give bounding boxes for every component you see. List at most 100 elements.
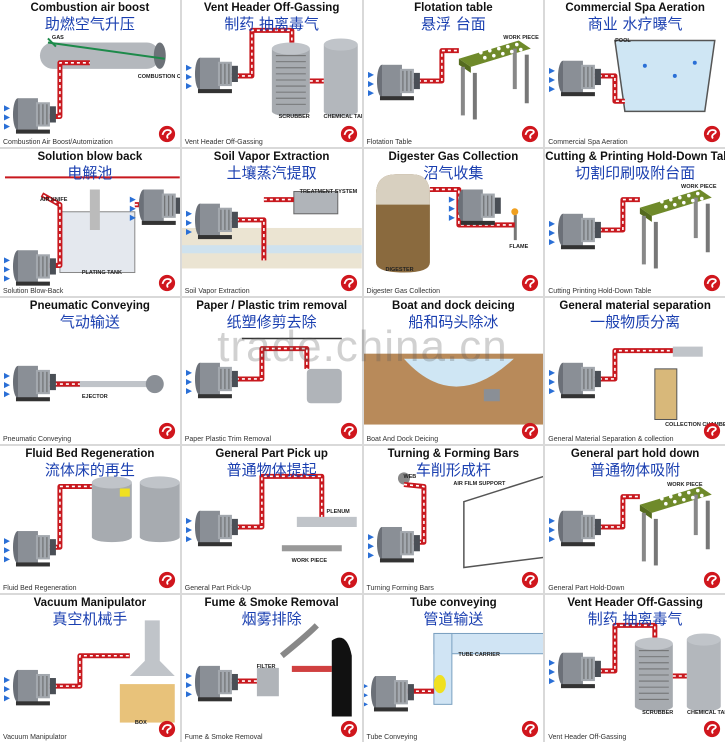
application-illustration: [3, 365, 164, 401]
application-illustration: [549, 486, 713, 566]
panel-title-chinese: 管道输送: [423, 610, 484, 629]
swirl-logo-icon: [158, 720, 175, 738]
part-label: WORK PIECE: [667, 481, 703, 488]
blower-icon: [12, 531, 56, 567]
application-panel: Fume & Smoke Removal 烟雾排除 FILTER Fume & …: [181, 595, 362, 742]
application-illustration: [549, 346, 704, 420]
application-illustration: [375, 174, 518, 273]
part-label: BOX: [134, 719, 147, 726]
swirl-logo-icon: [340, 720, 357, 738]
swirl-logo-icon: [703, 572, 721, 589]
blower-icon: [376, 64, 420, 101]
panel-title-chinese: 烟雾排除: [241, 610, 302, 629]
panel-title-chinese: 船和码头除冰: [408, 312, 499, 331]
panel-caption: General Part Pick-Up: [184, 585, 251, 593]
panel-title: Fluid Bed Regeneration: [25, 448, 155, 461]
airflow-arrows-icon: [3, 538, 10, 563]
blower-icon: [138, 189, 180, 225]
part-label: WORK PIECE: [503, 35, 539, 42]
part-label: WORK PIECE: [681, 184, 717, 191]
airflow-arrows-icon: [3, 105, 10, 130]
airflow-arrows-icon: [185, 518, 192, 543]
panel-title: Digester Gas Collection: [388, 150, 519, 163]
application-illustration: [367, 472, 544, 569]
application-illustration: [363, 353, 544, 425]
blower-icon: [558, 511, 602, 547]
panel-caption: Pneumatic Conveying: [3, 436, 72, 444]
panel-title: Fume & Smoke Removal: [204, 597, 339, 610]
panel-title-chinese: 悬浮 台面: [420, 15, 486, 33]
application-panel: Boat and dock deicing 船和码头除冰 Boat And Do…: [363, 297, 544, 445]
panel-caption: Vacuum Manipulator: [3, 734, 67, 741]
part-label: GAS: [51, 35, 64, 42]
airflow-arrows-icon: [363, 684, 368, 707]
tank: [271, 42, 310, 117]
part-label: PLATING TANK: [81, 270, 122, 277]
application-illustration: [185, 337, 342, 403]
application-panel: General material separation 一般物质分离 COLLE…: [545, 297, 725, 445]
blower-icon: [194, 511, 238, 547]
panel-title: Vent Header Off-Gassing: [567, 597, 703, 610]
airflow-arrows-icon: [367, 71, 374, 97]
panel-caption: Boat And Dock Deicing: [366, 436, 439, 444]
blower-icon: [194, 362, 238, 398]
application-panel: Cutting & Printing Hold-Down Table 切割印刷吸…: [545, 148, 725, 296]
blower-icon: [558, 652, 602, 689]
application-illustration: [185, 474, 357, 552]
panel-title: General part hold down: [570, 448, 700, 461]
application-illustration: [363, 633, 544, 712]
tank: [323, 38, 358, 117]
swirl-logo-icon: [522, 572, 539, 589]
tank: [139, 476, 180, 543]
panel-caption: Fluid Bed Regeneration: [3, 585, 77, 593]
panel-title: Turning & Forming Bars: [387, 448, 520, 461]
application-panel: Commercial Spa Aeration 商业 水疗曝气 POOL Com…: [545, 0, 725, 147]
application-illustration: [549, 39, 716, 113]
blower-icon: [558, 362, 602, 398]
pipe: [47, 484, 92, 551]
panel-title: Solution blow back: [37, 150, 143, 163]
panel-caption: Combustion Air Boost/Automization: [3, 138, 113, 146]
application-illustration: [3, 37, 166, 134]
airflow-arrows-icon: [448, 196, 455, 221]
swirl-logo-icon: [340, 423, 357, 440]
panel-title-chinese: 电解池: [67, 163, 113, 182]
application-illustration: [185, 623, 352, 717]
application-panel: Vent Header Off-Gassing 制药 抽离毒气 SCRUBBER…: [545, 595, 725, 742]
panel-title: Boat and dock deicing: [392, 299, 515, 312]
blower-icon: [194, 203, 238, 239]
part-label: POOL: [615, 38, 631, 45]
panel-caption: Solution Blow-Back: [3, 287, 64, 295]
airflow-arrows-icon: [549, 67, 556, 93]
panel-caption: Tube Conveying: [366, 734, 418, 741]
application-illustration: [367, 40, 531, 120]
part-label: CHEMICAL TANK: [687, 709, 725, 716]
part-label: WEB: [403, 473, 417, 480]
swirl-logo-icon: [703, 720, 721, 738]
application-illustration: [549, 623, 722, 712]
swirl-logo-icon: [158, 423, 175, 440]
airflow-arrows-icon: [185, 210, 192, 235]
panel-title: Combustion air boost: [30, 2, 150, 14]
swirl-logo-icon: [522, 125, 539, 142]
airflow-arrows-icon: [185, 64, 192, 90]
part-label: TREATMENT SYSTEM: [299, 189, 358, 196]
panel-title: Commercial Spa Aeration: [565, 2, 705, 14]
swirl-logo-icon: [340, 572, 357, 589]
part-label: DIGESTER: [385, 267, 414, 274]
part-label: PLENUM: [326, 509, 350, 516]
panel-caption: Vent Header Off-Gassing: [548, 734, 627, 741]
swirl-logo-icon: [703, 274, 721, 291]
panel-title-chinese: 助燃空气升压: [44, 15, 135, 33]
panel-title-chinese: 真空机械手: [52, 610, 128, 629]
part-label: COLLECTION CHAMBER: [665, 422, 725, 429]
panel-caption: Turning Forming Bars: [366, 585, 434, 593]
panel-caption: Commercial Spa Aeration: [548, 138, 628, 146]
panel-caption: General Part Hold-Down: [548, 585, 625, 593]
application-panel: Tube conveying 管道输送 TUBE CARRIER Tube Co…: [363, 595, 544, 742]
panel-title-chinese: 商业 水疗曝气: [587, 15, 683, 33]
tank: [91, 476, 132, 543]
